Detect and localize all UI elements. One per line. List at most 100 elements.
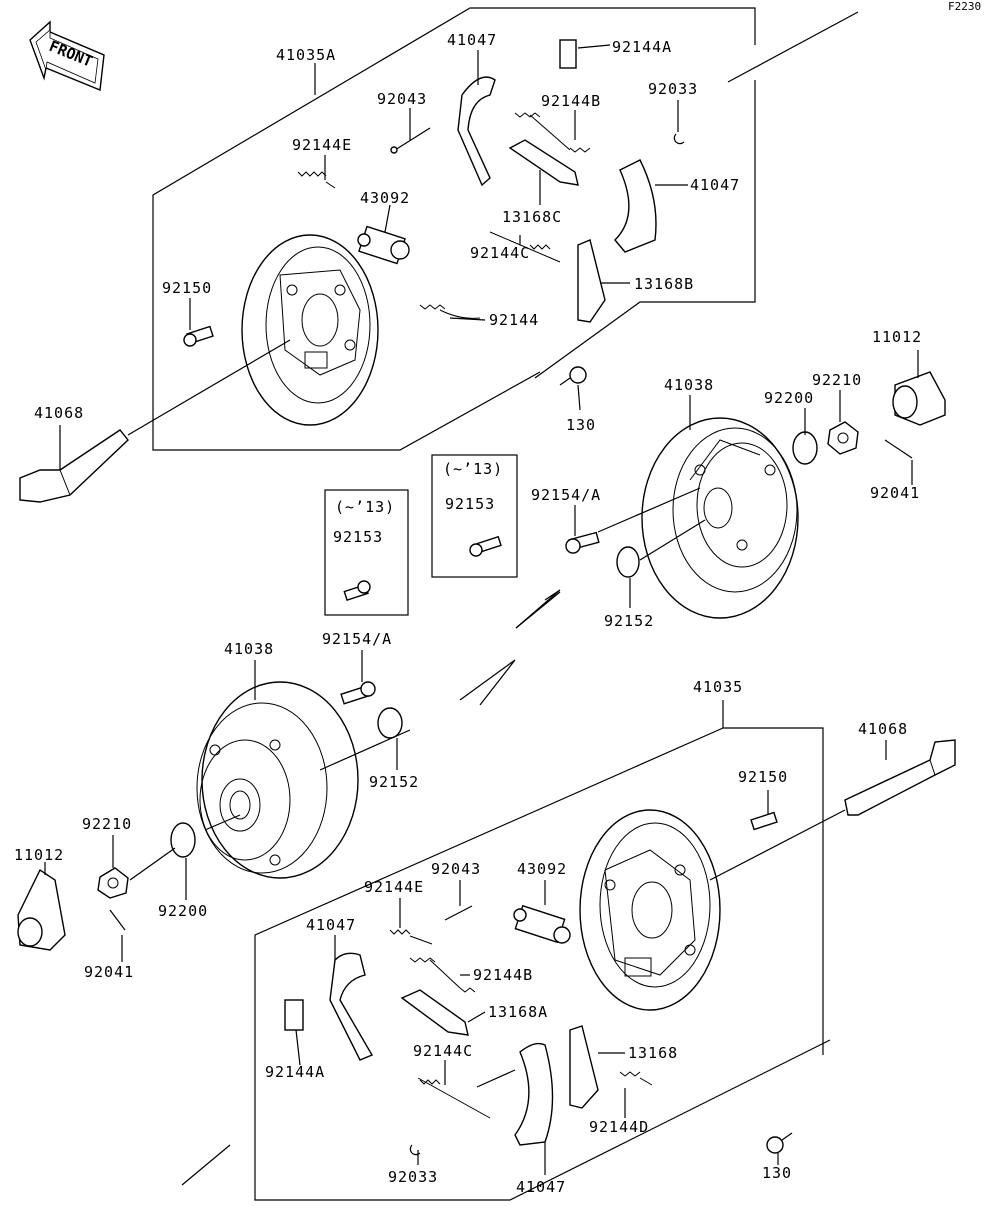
label-92144E-top: 92144E [292,136,352,154]
label-41035A: 41035A [276,46,336,64]
front-arrow-icon: FRONT [29,20,105,91]
label-41068-lower: 41068 [858,720,908,738]
label-41047-top: 41047 [447,31,497,49]
washer-left [170,822,196,858]
label-92210-left: 92210 [82,815,132,833]
label-92154A-left: 92154/A [322,630,392,648]
label-130-top: 130 [566,416,596,434]
spring-b-top [514,112,591,153]
clip-lower [284,999,304,1031]
label-92033-lower: 92033 [388,1168,438,1186]
nut-right [827,421,859,455]
label-43092-lower: 43092 [517,860,567,878]
spring-e-lower [389,929,433,945]
spring-e-top [297,171,336,189]
label-92144A-top: 92144A [612,38,672,56]
lower-backing-plate [579,809,721,1011]
stud-right [565,531,600,554]
spring-b-lower [409,957,476,993]
seal-right [616,546,640,578]
lower-assembly-frame [181,659,831,1201]
label-13168A: 13168A [488,1003,548,1021]
bolt-lower [750,811,778,831]
upper-assembly-frame [152,7,859,629]
label-92200-left: 92200 [158,902,208,920]
bolt130-top [559,366,587,386]
label-92152-left: 92152 [369,773,419,791]
label-11012-left: 11012 [14,846,64,864]
ring-lower [409,1144,421,1156]
box-left [324,489,409,616]
label-92154A-right: 92154/A [531,486,601,504]
label-92150-lower: 92150 [738,768,788,786]
cylinder-lower [513,904,571,944]
label-11012-right: 11012 [872,328,922,346]
shoe-right [614,159,657,253]
box-right-note: (~’13) [443,460,503,478]
label-92144B-top: 92144B [541,92,601,110]
label-92144D: 92144D [589,1118,649,1136]
box-right [431,454,518,578]
cotter-left [109,909,126,931]
bolt130-lower [766,1132,793,1154]
shoe-lower-left [329,952,374,1061]
ring-top [673,133,685,145]
spring-plain [419,304,481,319]
pin-top [394,127,431,151]
label-92144E-lower: 92144E [364,878,424,896]
label-13168C: 13168C [502,208,562,226]
axle-lower [844,739,956,816]
axle-lower-leader [709,809,846,881]
label-92150-top: 92150 [162,279,212,297]
nut-left [97,867,129,899]
box-left-bolt [343,580,371,602]
drum-right [641,417,799,619]
label-41068-top: 41068 [34,404,84,422]
lever-c [508,139,579,186]
label-92144A-lower: 92144A [265,1063,325,1081]
label-92144C-lower: 92144C [413,1042,473,1060]
label-92041-left: 92041 [84,963,134,981]
cotter-right [884,439,913,459]
label-13168: 13168 [628,1044,678,1062]
label-130-lower: 130 [762,1164,792,1182]
label-92144B-lower: 92144B [473,966,533,984]
seal-left [377,707,403,739]
label-92043-top: 92043 [377,90,427,108]
label-41047-lower-left: 41047 [306,916,356,934]
pin-lower [444,905,473,921]
label-92144C-top: 92144C [470,244,530,262]
spring-c-lower [417,1077,491,1119]
label-43092-top: 43092 [360,189,410,207]
leader-lines [44,44,919,1175]
label-41047-lower-bottom: 41047 [516,1178,566,1196]
label-13168B: 13168B [634,275,694,293]
box-right-bolt [469,535,502,557]
stud-left [340,681,376,705]
label-92152-right: 92152 [604,612,654,630]
label-92200-right: 92200 [764,389,814,407]
bolt-top [183,325,214,347]
label-92033-top: 92033 [648,80,698,98]
cylinder-top [357,225,410,265]
axle-top [19,429,129,503]
lever-b [577,239,606,323]
drum-left [196,681,359,879]
lever-plain [569,1025,599,1109]
label-92043-lower: 92043 [431,860,481,878]
label-41047-right: 41047 [690,176,740,194]
box-left-note: (~’13) [335,498,395,516]
cap-right [892,371,946,426]
label-92041-right: 92041 [870,484,920,502]
upper-backing-plate [241,234,379,426]
label-92144: 92144 [489,311,539,329]
spring-c-top [489,231,561,263]
spring-d [619,1071,653,1086]
axle-top-leader [127,339,291,436]
label-41035: 41035 [693,678,743,696]
shoe-lower-bottom [514,1042,554,1146]
label-41038-right: 41038 [664,376,714,394]
figure-code: F2230 [948,0,981,13]
